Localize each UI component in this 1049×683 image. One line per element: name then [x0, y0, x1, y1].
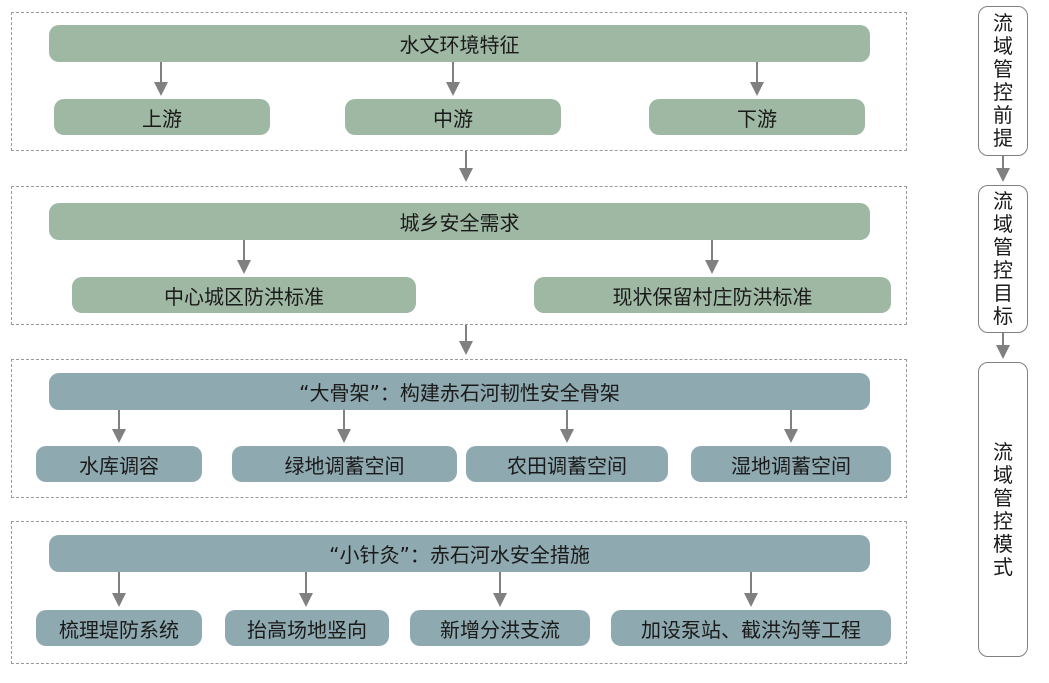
section-hydrology: [11, 12, 907, 151]
big-skeleton-header-box: “大骨架”：构建赤石河韧性安全骨架: [49, 373, 870, 410]
arrow-icon: [112, 410, 126, 443]
arrow-icon: [237, 240, 251, 274]
new-diversion-tributary-box: 新增分洪支流: [410, 610, 590, 646]
sidebar-target-box: 流域管控目标: [978, 185, 1028, 333]
arrow-icon: [459, 151, 473, 182]
section-small-acupuncture: [11, 521, 907, 664]
levee-system-box: 梳理堤防系统: [36, 610, 202, 646]
pump-station-box: 加设泵站、截洪沟等工程: [611, 610, 891, 646]
arrow-icon: [705, 240, 719, 274]
sidebar-premise-box: 流域管控前提: [978, 6, 1028, 156]
sidebar-premise-label: 流域管控前提: [993, 11, 1013, 150]
sidebar-mode-label: 流域管控模式: [993, 439, 1013, 579]
arrow-icon: [784, 410, 798, 443]
small-acupuncture-header-box: “小针灸”：赤石河水安全措施: [49, 535, 870, 572]
downstream-box: 下游: [649, 99, 865, 135]
sidebar-mode-box: 流域管控模式: [978, 362, 1028, 657]
sidebar-target-label: 流域管控目标: [993, 189, 1013, 328]
arrow-icon: [299, 572, 313, 607]
hydrology-header-box: 水文环境特征: [49, 25, 870, 62]
arrow-icon: [459, 325, 473, 355]
reservoir-capacity-box: 水库调容: [36, 446, 202, 482]
arrow-icon: [112, 572, 126, 607]
green-storage-space-box: 绿地调蓄空间: [232, 446, 457, 482]
arrow-icon: [446, 62, 460, 96]
upstream-box: 上游: [54, 99, 270, 135]
arrow-icon: [560, 410, 574, 443]
section-big-skeleton: [11, 359, 907, 498]
arrow-icon: [750, 62, 764, 96]
arrow-icon: [996, 333, 1010, 359]
wetland-storage-space-box: 湿地调蓄空间: [691, 446, 891, 482]
arrow-icon: [337, 410, 351, 443]
midstream-box: 中游: [345, 99, 561, 135]
central-urban-flood-standard-box: 中心城区防洪标准: [72, 277, 416, 313]
raise-site-elevation-box: 抬高场地竖向: [225, 610, 389, 646]
arrow-icon: [493, 572, 507, 607]
arrow-icon: [744, 572, 758, 607]
safety-demand-header-box: 城乡安全需求: [49, 203, 870, 240]
farmland-storage-space-box: 农田调蓄空间: [466, 446, 668, 482]
village-flood-standard-box: 现状保留村庄防洪标准: [534, 277, 891, 313]
arrow-icon: [996, 156, 1010, 182]
section-safety-demand: [11, 186, 907, 325]
arrow-icon: [154, 62, 168, 96]
